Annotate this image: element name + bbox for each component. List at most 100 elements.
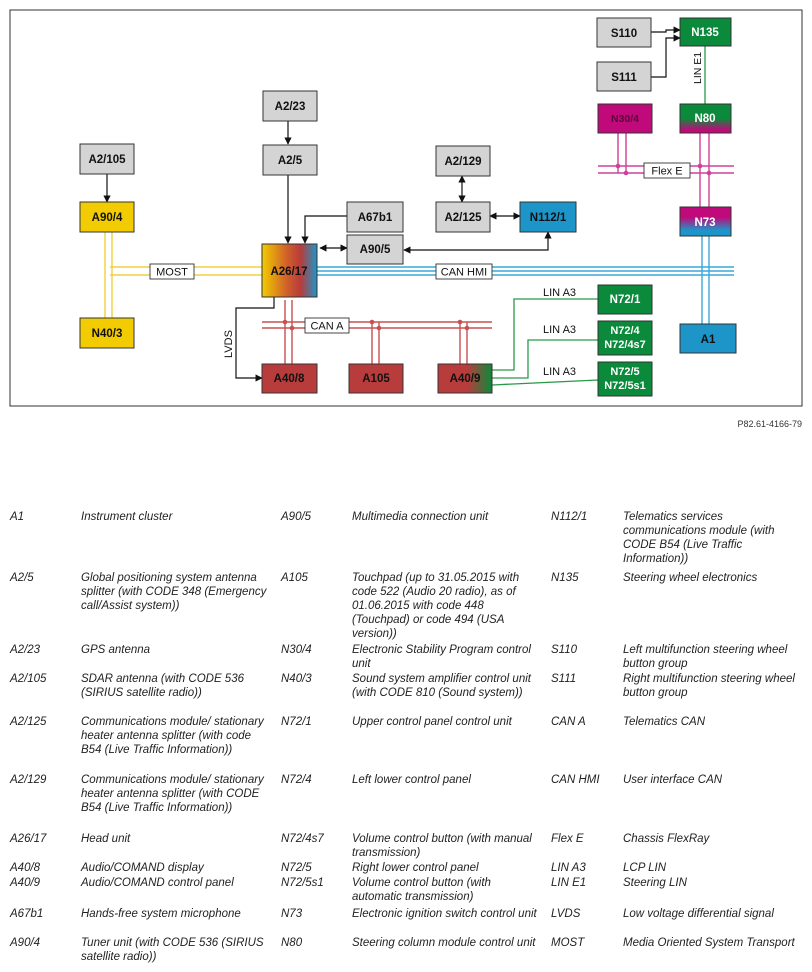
legend-description: LCP LIN	[623, 862, 667, 874]
wiring-diagram: MOST CAN HMI CAN A Flex E LVDS LIN E1 LI…	[9, 9, 803, 407]
legend-description: GPS antenna	[81, 644, 151, 656]
legend-code: N112/1	[551, 511, 588, 523]
svg-text:N72/5: N72/5	[610, 366, 639, 378]
legend-description: Audio/COMAND display	[81, 862, 204, 874]
legend-description: Media Oriented System Transport	[623, 937, 795, 949]
legend-description: Low voltage differential signal	[623, 908, 774, 920]
legend-code: MOST	[551, 937, 585, 949]
legend-code: N80	[281, 937, 303, 949]
legend-description: Steering wheel electronics	[623, 572, 758, 584]
svg-text:A26/17: A26/17	[270, 266, 307, 278]
svg-text:N72/4s7: N72/4s7	[604, 339, 646, 351]
box-a2-105: A2/105	[79, 143, 135, 175]
svg-text:N112/1: N112/1	[530, 212, 567, 224]
svg-text:A90/5: A90/5	[360, 244, 391, 256]
box-a2-23: A2/23	[262, 90, 318, 122]
svg-text:A40/8: A40/8	[274, 373, 305, 385]
legend-code: A2/5	[10, 572, 34, 584]
svg-text:N72/5s1: N72/5s1	[604, 380, 646, 392]
legend-code: A26/17	[10, 833, 47, 845]
svg-text:A2/105: A2/105	[88, 154, 126, 166]
svg-text:S111: S111	[611, 72, 637, 84]
lin-a3-label-2: LIN A3	[543, 324, 576, 336]
legend-description: Sound system amplifier control unit (wit…	[352, 673, 531, 699]
legend-code: A1	[10, 511, 25, 523]
box-a90-4: A90/4	[79, 201, 135, 233]
legend-code: A2/105	[10, 673, 47, 685]
box-n72-5: N72/5 N72/5s1	[597, 361, 653, 397]
legend-code: N72/4s7	[281, 833, 324, 845]
legend-description: Electronic Stability Program control uni…	[352, 644, 531, 670]
box-n40-3: N40/3	[79, 317, 135, 349]
signal-lines	[103, 26, 681, 382]
lvds-label: LVDS	[223, 330, 235, 358]
svg-text:A1: A1	[701, 334, 716, 346]
legend-description: Hands-free system microphone	[81, 908, 241, 920]
svg-text:A90/4: A90/4	[92, 212, 123, 224]
legend-code: A105	[281, 572, 308, 584]
legend-description: Tuner unit (with CODE 536 (SIRIUS satell…	[81, 937, 264, 963]
lin-a3-label-1: LIN A3	[543, 287, 576, 299]
legend-code: A40/9	[10, 877, 41, 889]
legend-code: A90/4	[10, 937, 41, 949]
legend-description: Left lower control panel	[352, 774, 471, 786]
box-s111: S111	[596, 61, 652, 92]
legend-code: N135	[551, 572, 579, 584]
box-a40-8: A40/8	[261, 363, 318, 394]
most-label: MOST	[156, 267, 188, 279]
legend-code: LVDS	[551, 908, 581, 920]
box-n112-1: N112/1	[519, 201, 577, 233]
legend-code: N72/1	[281, 716, 312, 728]
legend-code: A67b1	[10, 908, 44, 920]
legend-description: Telematics services communications modul…	[623, 511, 775, 565]
svg-text:S110: S110	[611, 28, 637, 40]
box-s110: S110	[596, 17, 652, 48]
can-hmi-label: CAN HMI	[441, 267, 487, 279]
legend-description: Right lower control panel	[352, 862, 479, 874]
svg-text:N30/4: N30/4	[611, 113, 639, 125]
svg-text:A105: A105	[362, 373, 390, 385]
can-a-label: CAN A	[310, 321, 344, 333]
flex-e-label: Flex E	[651, 166, 682, 178]
flex-e-label-box	[643, 162, 691, 179]
can-a-label-box	[304, 317, 350, 334]
legend-description: Global positioning system antenna splitt…	[81, 572, 267, 612]
legend-code: N72/4	[281, 774, 312, 786]
legend-code: N72/5	[281, 862, 312, 874]
legend-description: Volume control button (with manual trans…	[352, 833, 532, 859]
legend-code: LIN A3	[551, 862, 586, 874]
legend-description: User interface CAN	[623, 774, 723, 786]
legend-description: Multimedia connection unit	[352, 511, 489, 523]
can-a-junctions	[282, 319, 470, 331]
legend-code: LIN E1	[551, 877, 587, 889]
legend-code: Flex E	[551, 833, 584, 845]
svg-text:A2/125: A2/125	[444, 212, 482, 224]
legend-code: A2/125	[10, 716, 47, 728]
box-a90-5: A90/5	[346, 234, 404, 265]
can-hmi-bus	[317, 236, 734, 324]
svg-text:N72/4: N72/4	[610, 325, 640, 337]
svg-text:N73: N73	[694, 217, 715, 229]
box-a26-17: A26/17	[261, 243, 318, 298]
svg-text:A2/5: A2/5	[278, 155, 303, 167]
box-a2-125: A2/125	[435, 201, 491, 233]
legend-code: CAN HMI	[551, 774, 600, 786]
legend-description: Head unit	[81, 833, 131, 845]
legend-code: CAN A	[551, 716, 586, 728]
can-hmi-label-box	[435, 263, 493, 280]
legend-description: Instrument cluster	[81, 511, 173, 523]
legend-description: Steering column module control unit	[352, 937, 536, 949]
svg-text:N40/3: N40/3	[92, 328, 123, 340]
legend-code: S110	[551, 644, 578, 656]
svg-text:A67b1: A67b1	[358, 212, 393, 224]
legend-description: Audio/COMAND control panel	[81, 877, 234, 889]
legend-description: Upper control panel control unit	[352, 716, 512, 728]
svg-text:N80: N80	[694, 113, 715, 125]
svg-text:N72/1: N72/1	[610, 294, 641, 306]
lin-a3-lines	[491, 298, 599, 386]
legend-code: A40/8	[10, 862, 41, 874]
legend-description: SDAR antenna (with CODE 536 (SIRIUS sate…	[81, 673, 244, 699]
box-a2-129: A2/129	[435, 145, 491, 177]
svg-text:A2/129: A2/129	[444, 156, 481, 168]
lin-e1-label: LIN E1	[692, 52, 704, 84]
